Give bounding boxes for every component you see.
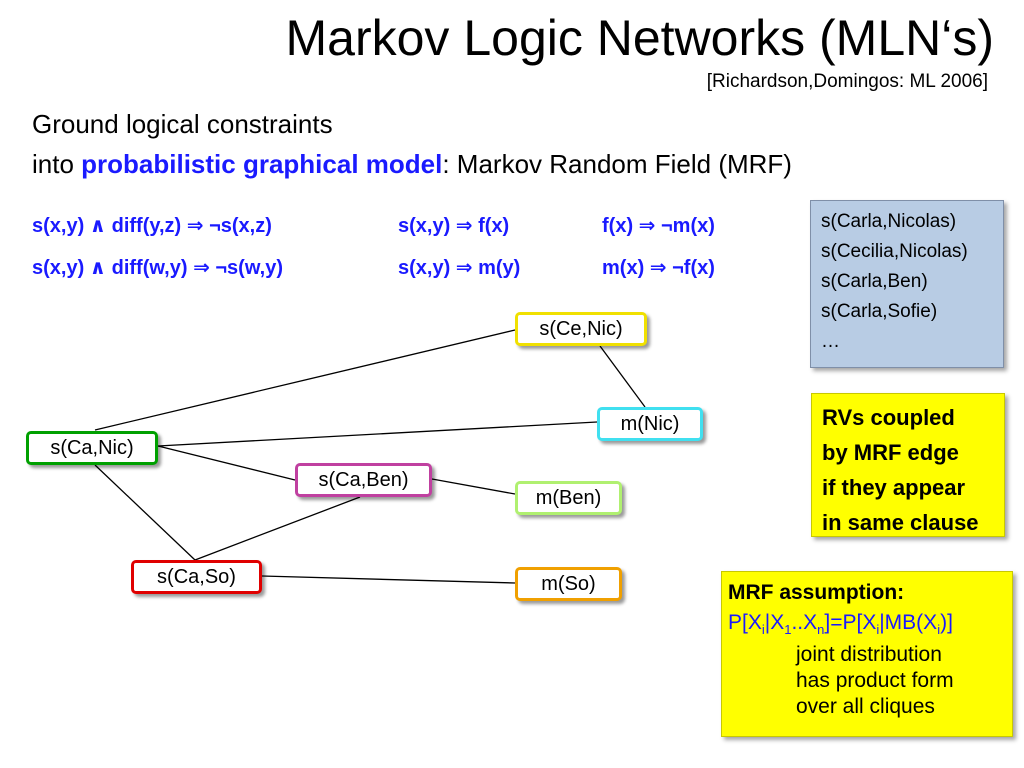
fact-item: s(Carla,Nicolas) bbox=[821, 211, 957, 232]
node-m-ben: m(Ben) bbox=[515, 481, 622, 515]
formula-subscript: i bbox=[761, 622, 765, 638]
mrf-desc-line: has product form bbox=[796, 669, 954, 692]
edge-s_ce_nic-m_nic bbox=[599, 345, 646, 408]
fact-item: s(Carla,Ben) bbox=[821, 271, 928, 292]
intro-line-1: Ground logical constraints bbox=[32, 109, 333, 139]
fact-item: s(Cecilia,Nicolas) bbox=[821, 241, 968, 262]
intro-suffix: : Markov Random Field (MRF) bbox=[442, 149, 792, 179]
rule-s-implies-m: s(x,y) ⇒ m(y) bbox=[398, 257, 521, 279]
formula-part: P[X bbox=[728, 611, 762, 634]
formula-subscript: 1 bbox=[784, 622, 792, 638]
rule-diff-wy: s(x,y) ∧ diff(w,y) ⇒ ¬s(w,y) bbox=[32, 257, 283, 279]
fact-item: s(Carla,Sofie) bbox=[821, 301, 938, 322]
node-m-so: m(So) bbox=[515, 567, 622, 601]
rv-note-line: by MRF edge bbox=[822, 440, 959, 465]
rule-f-implies-not-m: f(x) ⇒ ¬m(x) bbox=[602, 215, 715, 237]
node-s-ce-nic: s(Ce,Nic) bbox=[515, 312, 647, 346]
formula-subscript: i bbox=[876, 622, 880, 638]
mrf-desc-line: over all cliques bbox=[796, 695, 935, 718]
mrf-assumption-box: MRF assumption: P[Xi|X1..Xn]=P[Xi|MB(Xi)… bbox=[721, 571, 1013, 737]
node-s-ca-ben: s(Ca,Ben) bbox=[295, 463, 432, 497]
rule-m-implies-not-f: m(x) ⇒ ¬f(x) bbox=[602, 257, 715, 279]
mrf-heading: MRF assumption: bbox=[728, 581, 905, 604]
citation: [Richardson,Domingos: ML 2006] bbox=[706, 71, 988, 92]
rv-note-line: RVs coupled bbox=[822, 405, 955, 430]
fact-item: … bbox=[821, 331, 840, 352]
rv-coupling-note: RVs coupled by MRF edge if they appear i… bbox=[811, 393, 1005, 537]
formula-part: |MB(X bbox=[879, 611, 938, 634]
edge-s_ca_nic-s_ca_so bbox=[94, 464, 196, 561]
edge-s_ca_so-m_so bbox=[261, 575, 516, 584]
node-s-ca-nic: s(Ca,Nic) bbox=[26, 431, 158, 465]
rv-note-line: if they appear bbox=[822, 475, 966, 500]
formula-part: |X bbox=[764, 611, 785, 634]
edge-s_ca_ben-m_ben bbox=[431, 478, 516, 495]
mrf-description: joint distribution has product form over… bbox=[728, 642, 1012, 720]
edge-s_ca_ben-s_ca_so bbox=[194, 496, 361, 561]
intro-highlight: probabilistic graphical model bbox=[81, 149, 443, 179]
rule-diff-yz: s(x,y) ∧ diff(y,z) ⇒ ¬s(x,z) bbox=[32, 215, 272, 237]
edge-s_ca_nic-s_ca_ben bbox=[157, 445, 296, 481]
formula-part: ]=P[X bbox=[824, 611, 877, 634]
facts-box: s(Carla,Nicolas) s(Cecilia,Nicolas) s(Ca… bbox=[810, 200, 1004, 368]
rule-s-implies-f: s(x,y) ⇒ f(x) bbox=[398, 215, 510, 237]
node-m-nic: m(Nic) bbox=[597, 407, 703, 441]
intro-line-2: into probabilistic graphical model: Mark… bbox=[32, 148, 792, 180]
mrf-formula: P[Xi|X1..Xn]=P[Xi|MB(Xi)] bbox=[728, 608, 1012, 638]
formula-part: )] bbox=[940, 611, 953, 634]
formula-part: ..X bbox=[791, 611, 818, 634]
slide-title: Markov Logic Networks (MLN‘s) bbox=[285, 10, 994, 66]
rv-note-line: in same clause bbox=[822, 510, 979, 535]
intro-prefix: into bbox=[32, 149, 82, 179]
formula-subscript: n bbox=[817, 622, 825, 638]
edge-s_ca_nic-s_ce_nic bbox=[94, 329, 516, 431]
formula-subscript: i bbox=[937, 622, 941, 638]
edge-s_ca_nic-m_nic bbox=[157, 421, 598, 447]
mrf-desc-line: joint distribution bbox=[796, 643, 942, 666]
node-s-ca-so: s(Ca,So) bbox=[131, 560, 262, 594]
